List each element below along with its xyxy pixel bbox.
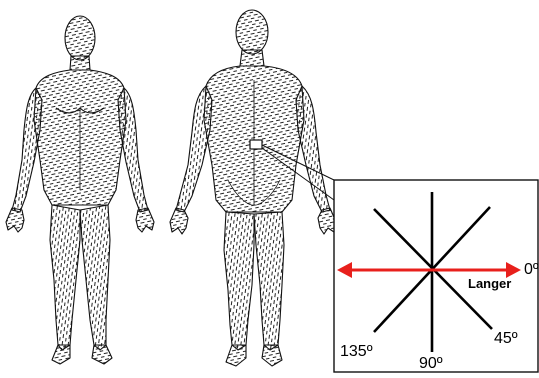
label-90-degrees: 90º xyxy=(419,355,443,372)
front-head xyxy=(65,16,95,60)
front-neck xyxy=(70,56,90,70)
front-left-leg xyxy=(50,205,80,350)
front-right-foot xyxy=(92,345,112,364)
back-view-body xyxy=(170,10,336,366)
back-head xyxy=(236,10,268,54)
front-right-hand xyxy=(136,208,154,232)
front-right-leg xyxy=(80,205,110,350)
label-0-degrees: 0º xyxy=(524,261,539,278)
back-left-arm xyxy=(176,86,212,212)
back-left-hand xyxy=(170,208,188,234)
label-45-degrees: 45º xyxy=(494,330,518,347)
front-left-foot xyxy=(52,345,70,364)
back-right-leg xyxy=(254,212,284,350)
front-left-hand xyxy=(6,208,24,232)
zoom-inset-panel: 0º Langer 45º 90º 135º xyxy=(334,180,539,372)
label-135-degrees: 135º xyxy=(340,343,373,360)
label-langer: Langer xyxy=(468,276,511,291)
front-right-arm xyxy=(118,88,148,212)
back-left-foot xyxy=(226,345,246,366)
front-left-arm xyxy=(12,88,42,212)
back-right-foot xyxy=(262,345,282,366)
front-view-body xyxy=(6,16,154,364)
region-marker-box xyxy=(250,140,262,149)
back-neck xyxy=(240,50,264,66)
back-left-leg xyxy=(224,212,254,350)
back-right-hand xyxy=(318,208,336,234)
